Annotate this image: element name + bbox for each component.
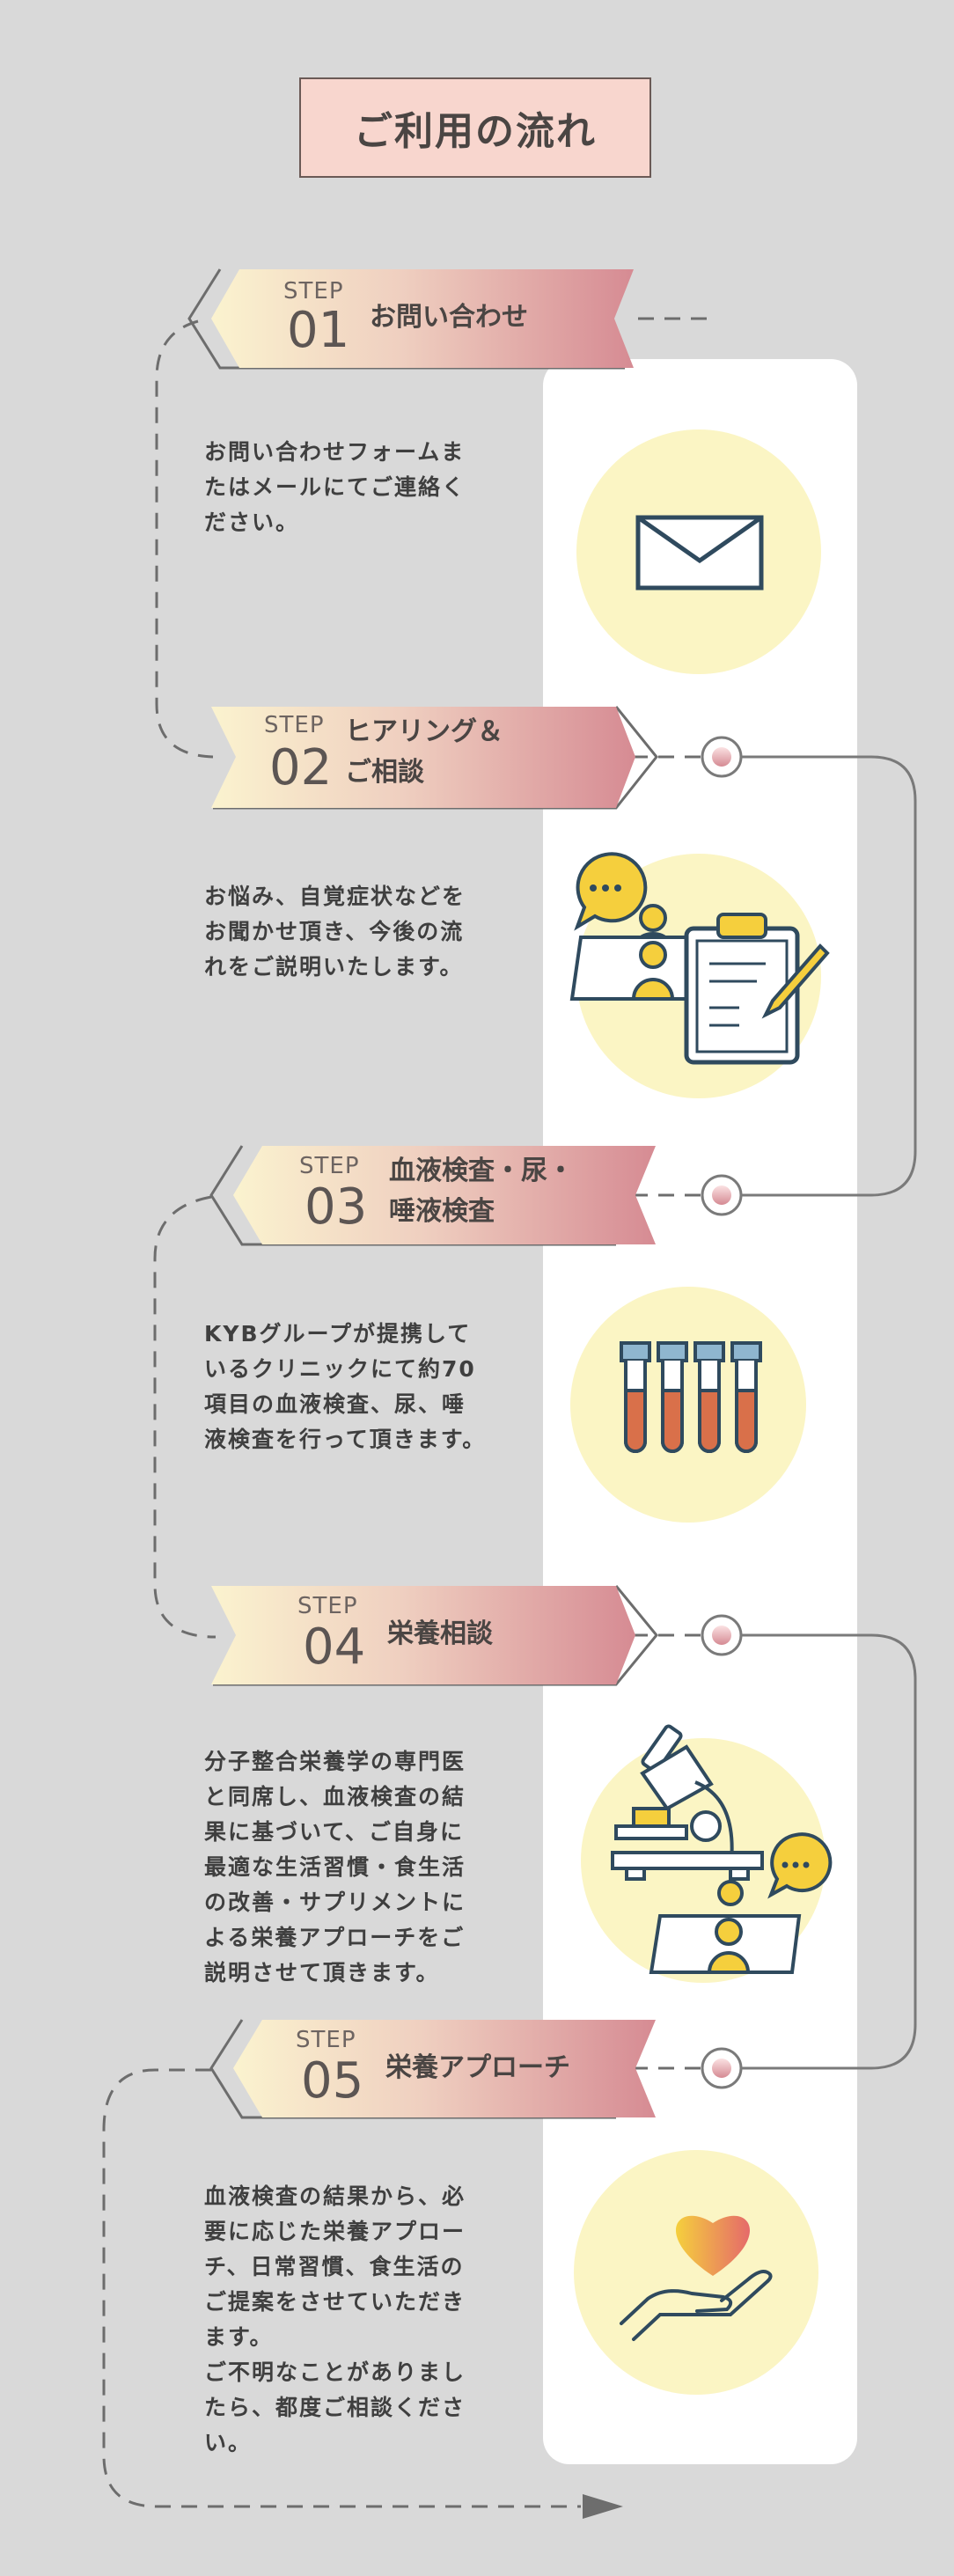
- step-01-description: お問い合わせフォームま たはメールにてご連絡く ださい。: [204, 439, 466, 535]
- icon-circle-03: [570, 1287, 806, 1523]
- step-title: お問い合わせ: [370, 302, 528, 333]
- step-title: 栄養相談: [387, 1618, 493, 1649]
- page-title: ご利用の流れ: [354, 109, 597, 154]
- test-tubes-icon: [620, 1341, 762, 1453]
- step-03-description: KYBグループが提携して いるクリニックにて約70 項目の血液検査、尿、唾 液検…: [204, 1321, 487, 1452]
- step-number: 04: [303, 1618, 366, 1676]
- step-word: STEP: [299, 1153, 360, 1179]
- step-title-line1: ヒアリング＆: [345, 716, 503, 747]
- step-title: 栄養アプローチ: [385, 2052, 570, 2083]
- step-title-line1: 血液検査・尿・: [389, 1156, 574, 1186]
- step-05-description: 血液検査の結果から、必 要に応じた栄養アプロー チ、日常習慣、食生活の ご提案を…: [204, 2183, 466, 2455]
- page-title-box: ご利用の流れ: [299, 77, 651, 178]
- step-02-description: お悩み、自覚症状などを お聞かせ頂き、今後の流 れをご説明いたします。: [204, 884, 466, 980]
- step-04-description: 分子整合栄養学の専門医 と同席し、血液検査の結 果に基づいて、ご自身に 最適な生…: [204, 1749, 466, 1985]
- heart-in-hand-icon: [620, 2215, 773, 2341]
- step-banner-04: [211, 1585, 658, 1686]
- step-banner-01: [187, 268, 634, 370]
- envelope-icon: [635, 515, 764, 591]
- step-word: STEP: [264, 712, 325, 738]
- step-banner-05: [209, 2019, 656, 2119]
- step-word: STEP: [283, 278, 344, 305]
- step-03: STEP 03 血液検査・尿・ 唾液検査: [0, 1146, 954, 1241]
- step-number: 02: [269, 739, 333, 796]
- consultation-clipboard-icon: [569, 852, 830, 1065]
- microscope-consultation-icon: [611, 1724, 833, 1974]
- step-title-line2: 唾液検査: [389, 1196, 495, 1227]
- step-word: STEP: [297, 1593, 358, 1619]
- icon-circle-05: [574, 2150, 818, 2395]
- step-title-line2: ご相談: [345, 757, 424, 788]
- step-banner-03: [209, 1145, 656, 1246]
- connector-dots: [701, 736, 743, 2089]
- step-number: 05: [301, 2052, 364, 2110]
- step-05: STEP 05 栄養アプローチ: [0, 2020, 954, 2115]
- step-01: STEP 01 お問い合わせ: [0, 269, 954, 364]
- step-number: 03: [305, 1178, 368, 1236]
- step-04: STEP 04 栄養相談: [0, 1586, 954, 1681]
- step-02: STEP 02 ヒアリング＆ ご相談: [0, 707, 954, 802]
- step-banner-02: [211, 706, 658, 810]
- step-number: 01: [287, 302, 350, 359]
- step-word: STEP: [296, 2027, 356, 2053]
